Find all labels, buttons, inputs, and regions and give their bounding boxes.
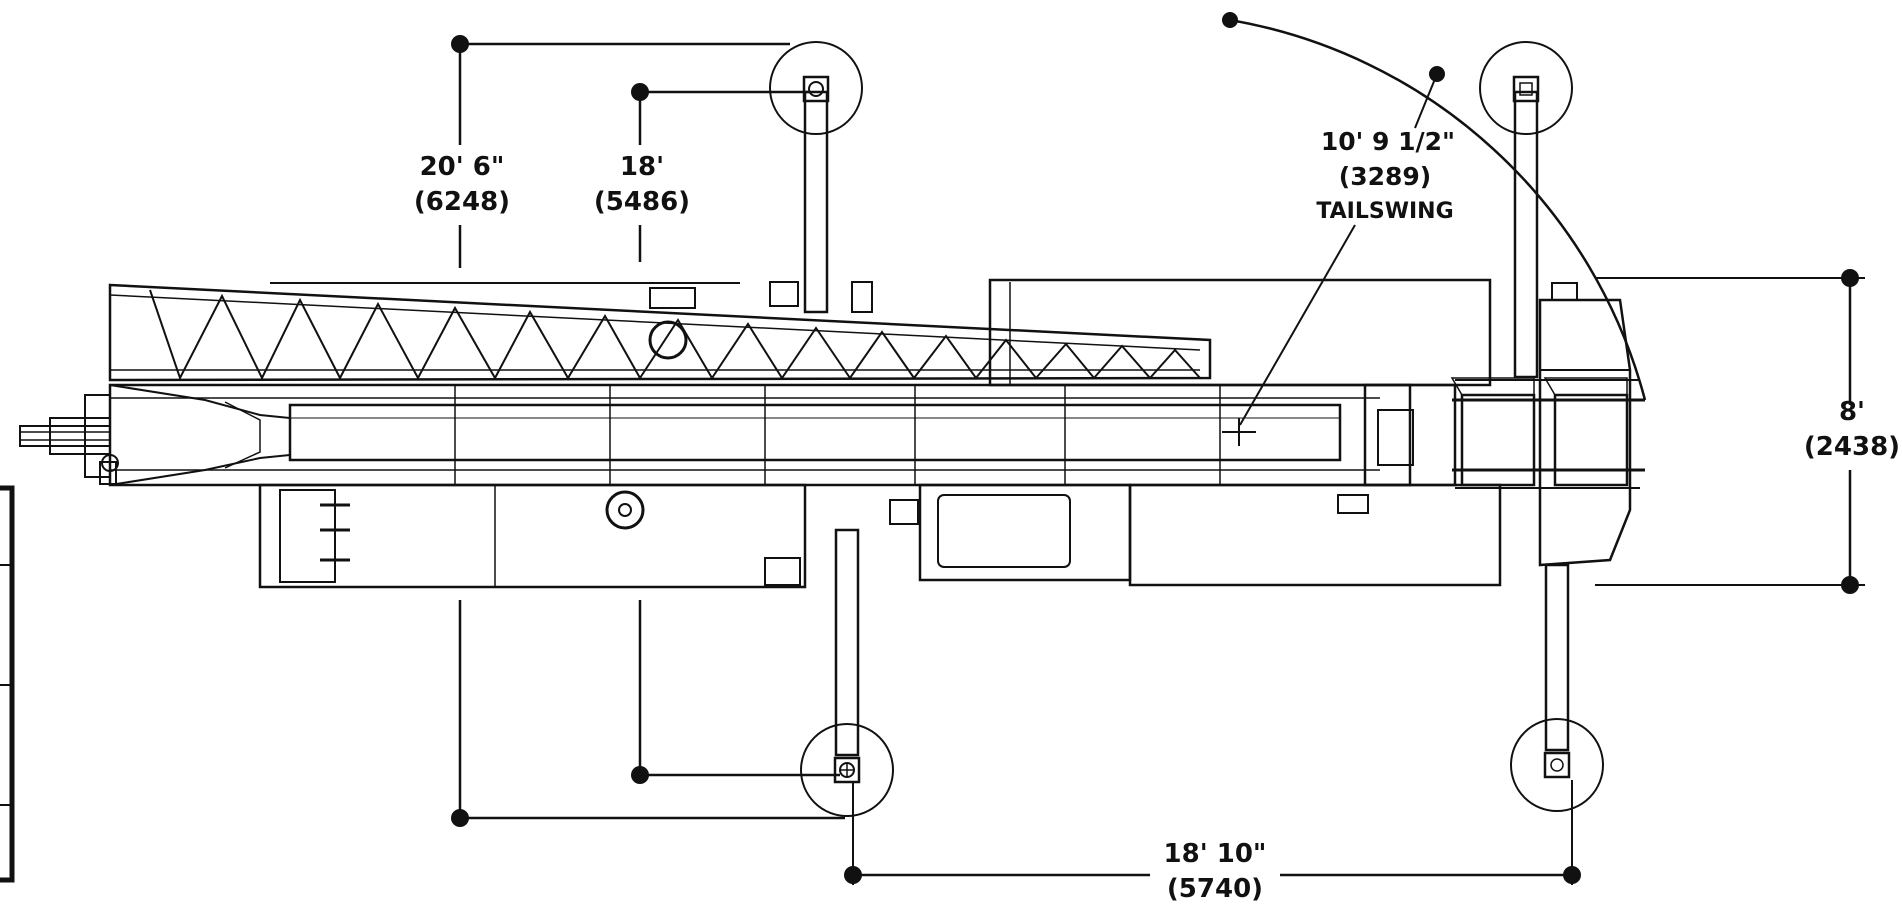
outrigger-front-top xyxy=(769,41,863,314)
dim-tailswing-label: TAILSWING xyxy=(1316,199,1453,224)
dim-spacing-metric: (5740) xyxy=(1167,874,1263,904)
dimension-outrigger-spacing: 18' 10" (5740) xyxy=(844,780,1581,904)
tailswing-arc xyxy=(1222,12,1647,446)
left-edge-frame xyxy=(0,485,15,883)
outrigger-rear-top xyxy=(1479,41,1573,379)
outrigger-rear-bottom xyxy=(1510,563,1604,812)
dim-inner-imperial: 18' xyxy=(620,152,664,182)
dim-width-metric: (2438) xyxy=(1804,432,1900,462)
rear-housing xyxy=(1363,282,1645,567)
dimension-overall-width: 8' (2438) xyxy=(1595,269,1900,594)
dim-spacing-imperial: 18' 10" xyxy=(1164,839,1267,869)
dim-outer-imperial: 20' 6" xyxy=(420,152,505,182)
dimension-tailswing: 10' 9 1/2" (3289) TAILSWING xyxy=(1316,127,1455,224)
dim-inner-metric: (5486) xyxy=(594,187,690,217)
dim-outer-metric: (6248) xyxy=(414,187,510,217)
boom-tip-sheaves xyxy=(19,394,119,485)
lattice-jib xyxy=(108,281,1212,382)
dimension-outrigger-span-outer: 20' 6" (6248) xyxy=(414,35,845,827)
outrigger-front-bottom xyxy=(800,528,894,817)
dim-tailswing-metric: (3289) xyxy=(1339,162,1431,191)
lower-chassis xyxy=(258,278,1502,589)
dim-tailswing-imperial: 10' 9 1/2" xyxy=(1321,127,1455,156)
carrier-body xyxy=(19,383,1412,487)
dim-width-imperial: 8' xyxy=(1839,397,1865,427)
dimension-outrigger-span-inner: 18' (5486) xyxy=(594,83,840,784)
